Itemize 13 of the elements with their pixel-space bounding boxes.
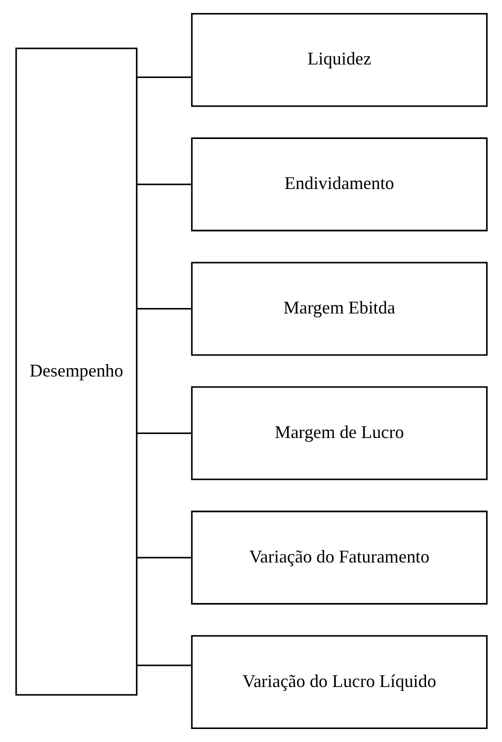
node-box: Variação do Faturamento (190, 510, 488, 605)
node-box: Desempenho (14, 48, 137, 696)
node-box: Endividamento (190, 137, 488, 232)
connector (136, 184, 192, 186)
connector (136, 76, 192, 78)
connector (136, 556, 192, 558)
connector (136, 308, 192, 310)
connector (136, 664, 192, 666)
node-box: Margem Ebitda (190, 262, 488, 356)
node-box: Liquidez (190, 13, 488, 107)
connector (136, 432, 192, 434)
node-box: Variação do Lucro Líquido (190, 635, 488, 729)
node-box: Margem de Lucro (190, 386, 488, 480)
